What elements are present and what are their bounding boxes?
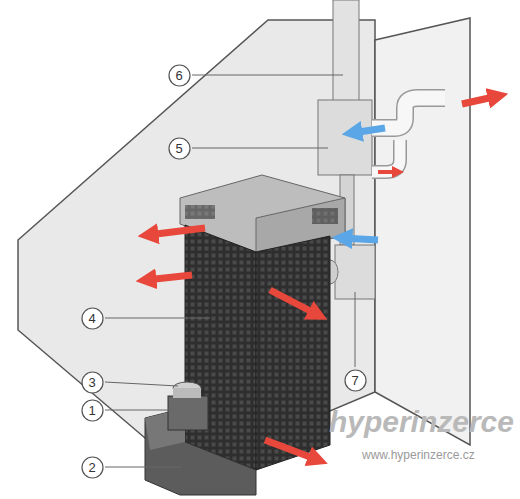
heater-body bbox=[185, 225, 256, 470]
callout-circle: 7 bbox=[344, 369, 367, 392]
callout-number: 3 bbox=[88, 375, 95, 390]
fresh-air-arrow bbox=[342, 128, 385, 240]
callout-number: 1 bbox=[88, 403, 95, 418]
callout-number: 7 bbox=[351, 373, 358, 388]
callout-number: 2 bbox=[88, 460, 95, 475]
watermark-logo: hyperinzerce bbox=[329, 405, 514, 439]
flue-box bbox=[318, 100, 372, 175]
watermark-url: www.hyperinzerce.cz bbox=[362, 448, 475, 462]
callout-circle: 3 bbox=[81, 371, 104, 394]
callout-circle: 2 bbox=[81, 456, 104, 479]
callout-number: 4 bbox=[88, 311, 95, 326]
leader-line bbox=[105, 75, 355, 467]
chimney bbox=[333, 0, 359, 102]
callout-number: 5 bbox=[175, 141, 182, 156]
callout-circle: 5 bbox=[168, 137, 191, 160]
callout-circle: 6 bbox=[168, 64, 191, 87]
callout-circle: 4 bbox=[81, 307, 104, 330]
right-wall bbox=[375, 18, 470, 445]
burner bbox=[168, 396, 208, 430]
callout-number: 6 bbox=[175, 68, 182, 83]
callout-circle: 1 bbox=[81, 399, 104, 422]
air-box bbox=[335, 245, 375, 299]
air-duct bbox=[372, 98, 445, 128]
left-wall bbox=[18, 20, 375, 472]
